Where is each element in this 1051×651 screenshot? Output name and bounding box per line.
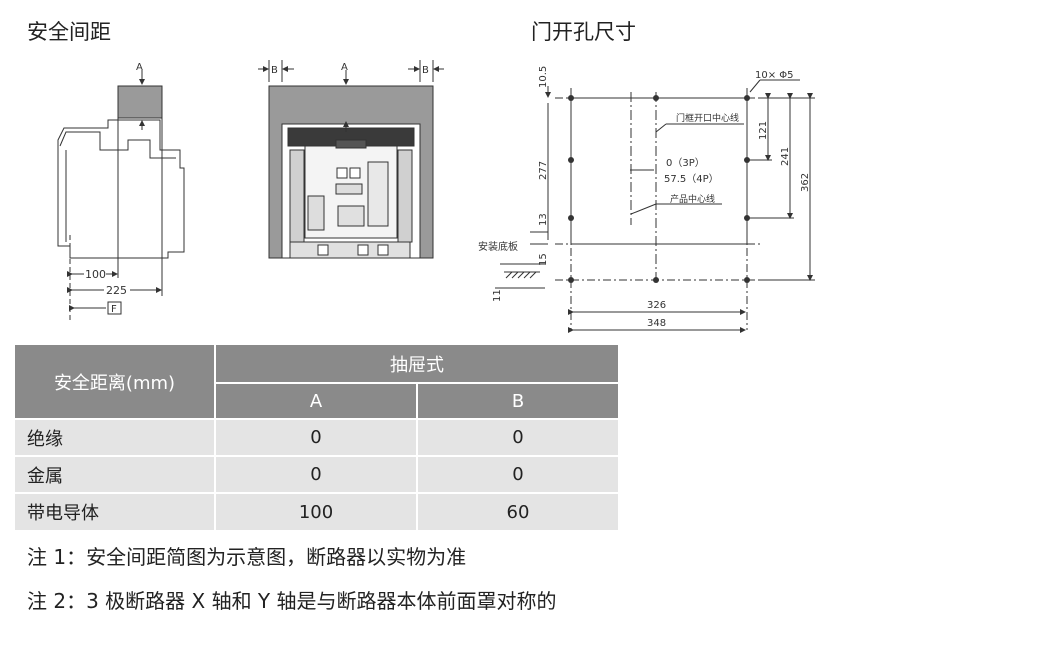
dim-15: 15 bbox=[538, 253, 549, 266]
door-cutout-drawing bbox=[495, 79, 815, 333]
dim-241: 241 bbox=[780, 147, 791, 166]
note-1: 注 1：安全间距简图为示意图，断路器以实物为准 bbox=[27, 545, 467, 569]
mounting-holes bbox=[568, 95, 750, 283]
front-label-b-left: B bbox=[271, 65, 278, 76]
group-header: 抽屉式 bbox=[214, 345, 618, 383]
dim-10-5: 10.5 bbox=[538, 66, 549, 88]
row-label: 金属 bbox=[15, 456, 215, 493]
cell-a: 100 bbox=[214, 493, 417, 530]
front-view-drawing bbox=[258, 60, 444, 259]
side-label-f: F bbox=[111, 304, 117, 315]
note-2: 注 2：3 极断路器 X 轴和 Y 轴是与断路器本体前面罩对称的 bbox=[27, 589, 557, 613]
clearance-table: 安全距离(mm) 抽屉式 A B 绝缘 0 0 金属 0 0 带电导体 100 … bbox=[15, 345, 618, 530]
cell-b: 60 bbox=[416, 493, 618, 530]
table-row: 金属 0 0 bbox=[15, 456, 618, 493]
cell-b: 0 bbox=[416, 456, 618, 493]
col-header-b: B bbox=[416, 382, 618, 419]
side-dim-225: 225 bbox=[106, 284, 127, 297]
dim-348: 348 bbox=[647, 318, 666, 329]
frame-center-label: 门框开口中心线 bbox=[676, 112, 739, 124]
row-label: 带电导体 bbox=[15, 493, 215, 530]
offset-3p: 0（3P） bbox=[666, 157, 705, 169]
dim-277: 277 bbox=[538, 161, 549, 180]
side-label-a: A bbox=[136, 62, 143, 73]
cell-a: 0 bbox=[214, 419, 417, 456]
clearance-heading: 安全间距 bbox=[27, 20, 111, 44]
dim-11: 11 bbox=[492, 289, 503, 302]
side-dim-100: 100 bbox=[85, 268, 106, 281]
cell-a: 0 bbox=[214, 456, 417, 493]
side-view-drawing bbox=[57, 70, 185, 320]
dim-326: 326 bbox=[647, 300, 666, 311]
hole-spec: 10× Φ5 bbox=[755, 70, 794, 81]
dim-13: 13 bbox=[538, 213, 549, 226]
front-label-a: A bbox=[341, 62, 348, 73]
door-cutout-heading: 门开孔尺寸 bbox=[531, 20, 636, 44]
product-center-label: 产品中心线 bbox=[670, 193, 715, 205]
front-label-b-right: B bbox=[422, 65, 429, 76]
col-header-a: A bbox=[214, 382, 417, 419]
dim-121: 121 bbox=[758, 121, 769, 140]
technical-drawings: A 100 225 F A B B bbox=[57, 60, 815, 333]
mount-plate-label: 安装底板 bbox=[478, 240, 518, 253]
dim-362: 362 bbox=[800, 173, 811, 192]
table-row: 带电导体 100 60 bbox=[15, 493, 618, 530]
clearance-zone-a bbox=[117, 85, 163, 119]
table-row: 绝缘 0 0 bbox=[15, 419, 618, 456]
offset-4p: 57.5（4P） bbox=[664, 173, 719, 185]
corner-header: 安全距离(mm) bbox=[15, 345, 215, 419]
cell-b: 0 bbox=[416, 419, 618, 456]
row-label: 绝缘 bbox=[15, 419, 215, 456]
